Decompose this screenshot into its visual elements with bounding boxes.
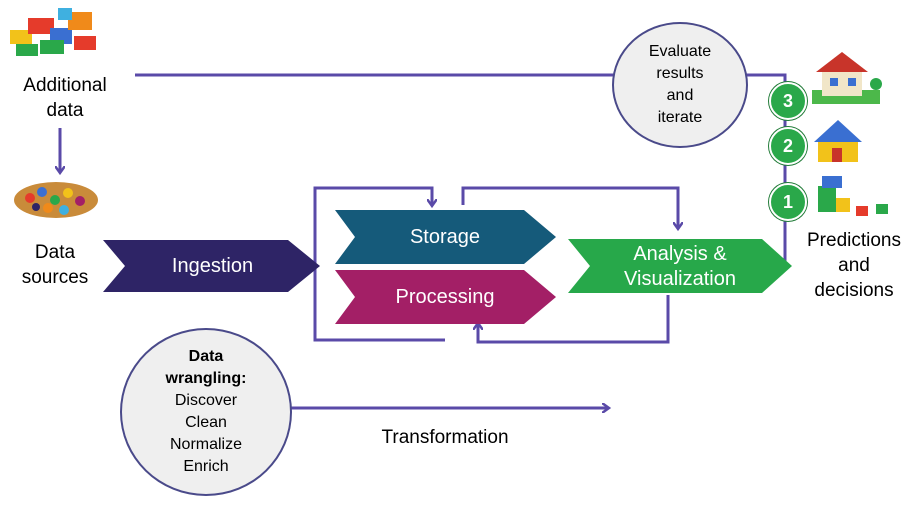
- ingestion-label: Ingestion: [171, 255, 254, 277]
- lego-pile-icon: [10, 8, 96, 56]
- bricks-icon: [818, 176, 888, 216]
- data-sources-label: Data sources: [21, 242, 89, 288]
- storage-label: Storage: [409, 226, 481, 248]
- storage-loop-arrow: [313, 186, 445, 342]
- processing-chevron: [335, 270, 556, 324]
- step-3-badge: 3: [769, 82, 807, 120]
- processing-label: Processing: [395, 286, 495, 308]
- evaluate-circle: Evaluate results and iterate: [612, 22, 748, 148]
- wrangling-circle: Data wrangling: Discover Clean Normalize…: [120, 328, 292, 496]
- storage-chevron: [335, 210, 556, 264]
- ingestion-chevron: [103, 240, 320, 292]
- analysis-label: Analysis & Visualization: [624, 243, 736, 290]
- analysis-chevron: [568, 239, 792, 293]
- predictions-label: Predictions and decisions: [807, 230, 901, 301]
- additional-data-label: Additional data: [23, 75, 107, 121]
- transformation-label: Transformation: [381, 427, 509, 448]
- step-2-badge: 2: [769, 127, 807, 165]
- processing-return-arrow: [478, 295, 670, 344]
- wrangling-step: Discover: [174, 392, 238, 409]
- small-house-icon: [814, 120, 862, 162]
- house-icon: [812, 52, 882, 104]
- analysis-loop-arrow: [461, 186, 678, 228]
- wrangling-step: Normalize: [169, 436, 242, 453]
- wrangling-step: Enrich: [183, 458, 229, 475]
- wrangling-title: Data wrangling:: [165, 348, 247, 387]
- wrangling-step: Clean: [185, 414, 227, 431]
- beads-icon: [14, 182, 98, 218]
- step-1-badge: 1: [769, 183, 807, 221]
